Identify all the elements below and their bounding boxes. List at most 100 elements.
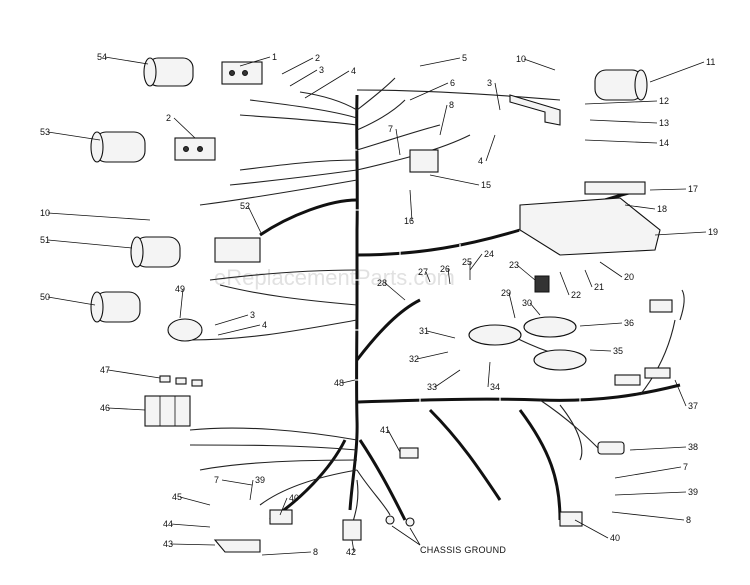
callout-c18: 18 bbox=[657, 204, 667, 214]
leader-line-c31 bbox=[426, 330, 456, 339]
leader-line-c40b bbox=[574, 519, 609, 539]
callout-c4a: 4 bbox=[351, 66, 356, 76]
leader-line-c37 bbox=[674, 379, 687, 407]
callout-c49: 49 bbox=[175, 284, 185, 294]
component-49-meter bbox=[167, 318, 203, 342]
leader-line-c11 bbox=[649, 61, 705, 83]
leader-line-c23 bbox=[516, 264, 536, 281]
leader-line-c1 bbox=[239, 56, 271, 67]
component-bracket bbox=[509, 94, 561, 126]
callout-c13: 13 bbox=[659, 118, 669, 128]
leader-line-c41 bbox=[387, 429, 401, 453]
callout-c4b: 4 bbox=[478, 156, 483, 166]
component-38-sensor bbox=[597, 441, 625, 455]
callout-c2a: 2 bbox=[315, 53, 320, 63]
leader-line-c3b bbox=[494, 82, 501, 111]
leader-line-c15 bbox=[429, 174, 480, 186]
callout-c7b: 7 bbox=[683, 462, 688, 472]
callout-c47: 47 bbox=[100, 365, 110, 375]
component-40a-switch bbox=[269, 509, 293, 525]
leader-line-c32 bbox=[416, 351, 449, 360]
main-harness bbox=[259, 94, 681, 522]
callout-c39a: 39 bbox=[255, 475, 265, 485]
callout-c8c: 8 bbox=[313, 547, 318, 557]
leader-line-c42 bbox=[351, 539, 355, 553]
component-36-lamp bbox=[523, 316, 577, 338]
callout-c53: 53 bbox=[40, 127, 50, 137]
leader-line-c39a bbox=[249, 479, 254, 501]
chassis-ground-callout: CHASSIS GROUND bbox=[391, 525, 506, 555]
callout-c23: 23 bbox=[509, 260, 519, 270]
component-54-gauge bbox=[143, 57, 194, 87]
leader-line-c35 bbox=[589, 349, 612, 352]
leader-line-c13 bbox=[589, 119, 658, 124]
callout-c42: 42 bbox=[346, 547, 356, 557]
watermark-text: eReplacementParts.com bbox=[214, 265, 455, 290]
callout-c8a: 8 bbox=[449, 100, 454, 110]
component-19-module bbox=[519, 197, 661, 256]
callout-c6: 6 bbox=[450, 78, 455, 88]
branch-wires bbox=[189, 77, 685, 526]
callout-c8b: 8 bbox=[686, 515, 691, 525]
component-1-switch-block bbox=[221, 61, 263, 85]
callout-c3c: 3 bbox=[250, 310, 255, 320]
callout-c38: 38 bbox=[688, 442, 698, 452]
leader-line-c8b bbox=[611, 511, 685, 521]
leader-line-c27 bbox=[425, 271, 431, 283]
leader-line-c20 bbox=[599, 261, 623, 278]
callout-c29: 29 bbox=[501, 288, 511, 298]
leader-line-c3a bbox=[289, 69, 318, 87]
leader-line-c48 bbox=[341, 379, 356, 384]
leader-line-c47 bbox=[107, 369, 161, 379]
callout-c7a: 7 bbox=[388, 124, 393, 134]
leader-line-c4a bbox=[304, 70, 350, 99]
callout-c3b: 3 bbox=[487, 78, 492, 88]
leader-line-c45 bbox=[179, 496, 211, 506]
component-43-bracket bbox=[213, 539, 261, 553]
callout-c21: 21 bbox=[594, 282, 604, 292]
callout-c39b: 39 bbox=[688, 487, 698, 497]
component-23-switch bbox=[534, 275, 550, 293]
component-2-switch-block bbox=[174, 137, 216, 161]
callout-c27: 27 bbox=[418, 267, 428, 277]
component-15-relay bbox=[409, 149, 439, 173]
leader-line-c54 bbox=[104, 56, 149, 65]
callout-c46: 46 bbox=[100, 403, 110, 413]
chassis-ground-terminals bbox=[385, 515, 415, 527]
leader-line-c17 bbox=[649, 188, 687, 191]
callout-c43: 43 bbox=[163, 539, 173, 549]
leader-line-c52 bbox=[247, 205, 263, 236]
component-17-fuse-strip bbox=[584, 181, 646, 195]
leader-line-c33 bbox=[434, 369, 461, 388]
callout-c22: 22 bbox=[571, 290, 581, 300]
leader-line-c26 bbox=[447, 268, 451, 285]
callout-c54: 54 bbox=[97, 52, 107, 62]
leader-line-c3c bbox=[214, 314, 249, 326]
leader-line-c12 bbox=[584, 100, 658, 105]
callout-c15: 15 bbox=[481, 180, 491, 190]
callout-c14: 14 bbox=[659, 138, 669, 148]
callout-c20: 20 bbox=[624, 272, 634, 282]
component-52-switch-block bbox=[214, 237, 261, 263]
callout-c33: 33 bbox=[427, 382, 437, 392]
callout-c52: 52 bbox=[240, 201, 250, 211]
leader-line-c34 bbox=[487, 361, 491, 388]
callout-c24: 24 bbox=[484, 249, 494, 259]
callout-c7c: 7 bbox=[214, 475, 219, 485]
callout-c19: 19 bbox=[708, 227, 718, 237]
leader-line-c28 bbox=[384, 282, 406, 301]
leader-line-c29 bbox=[508, 292, 516, 319]
leader-line-c21 bbox=[584, 269, 593, 288]
callout-c37: 37 bbox=[688, 401, 698, 411]
callout-c35: 35 bbox=[613, 346, 623, 356]
callout-c26: 26 bbox=[440, 264, 450, 274]
component-47-clips bbox=[159, 375, 203, 387]
callout-c28: 28 bbox=[377, 278, 387, 288]
leader-line-c38 bbox=[629, 446, 687, 451]
chassis-ground-label: CHASSIS GROUND bbox=[420, 545, 506, 555]
leader-line-c24 bbox=[469, 253, 483, 271]
component-37-diode-pack bbox=[614, 299, 673, 386]
leader-line-c2a bbox=[281, 57, 314, 75]
leader-line-c18 bbox=[624, 204, 656, 210]
leader-line-c19 bbox=[654, 231, 707, 236]
